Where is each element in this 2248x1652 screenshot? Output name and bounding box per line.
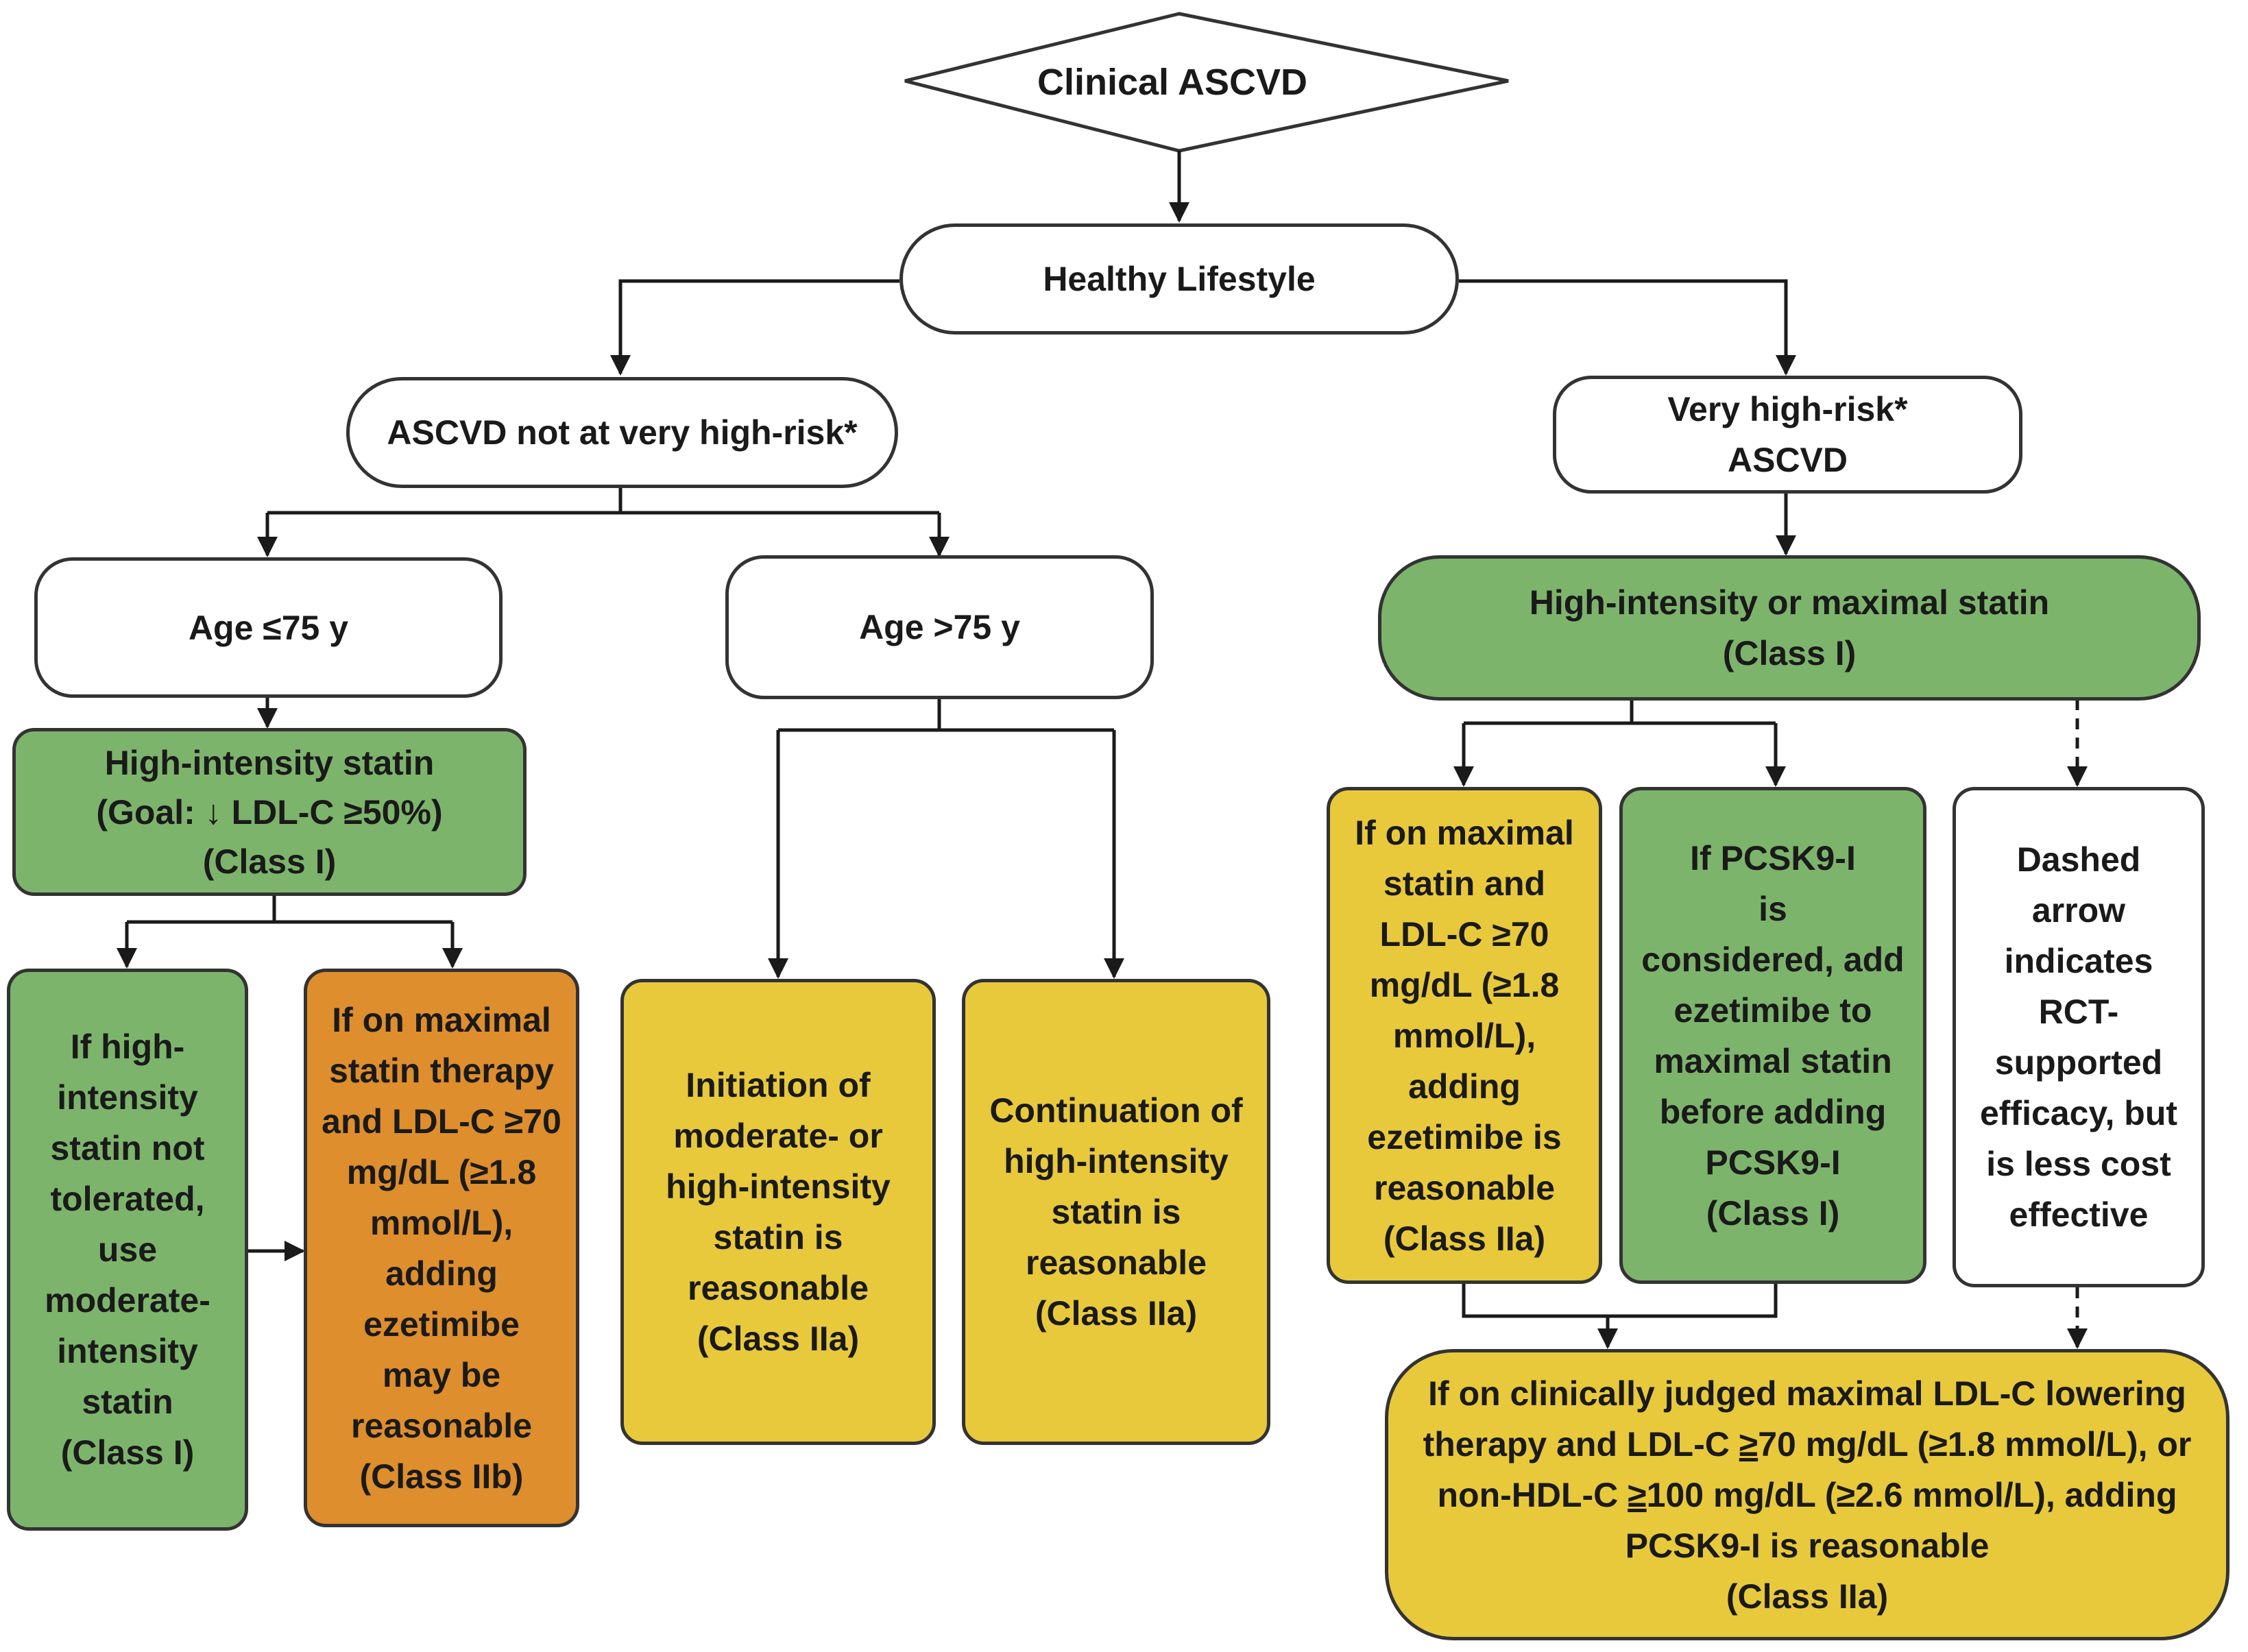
dashed-note-line: Dashed	[2016, 840, 2141, 879]
continuation-line: high-intensity	[1004, 1142, 1229, 1180]
pcsk9-considered-line: If PCSK9-I	[1690, 838, 1856, 877]
high-intensity-statin-line: (Class I)	[202, 842, 337, 881]
very-high-risk-line: ASCVD	[1727, 441, 1848, 479]
continuation-line: Continuation of	[989, 1091, 1243, 1130]
dashed-note-line: is less cost	[1986, 1145, 2171, 1183]
not-tolerated-box: If high- intensity statin not tolerated,…	[7, 969, 248, 1531]
ezetimibe-iib-line: (Class IIb)	[359, 1457, 524, 1496]
continuation-box: Continuation of high-intensity statin is…	[962, 979, 1270, 1445]
pcsk9-considered-line: before adding	[1659, 1092, 1887, 1131]
ezetimibe-iib-line: and LDL-C ≥70	[322, 1102, 561, 1141]
ezetimibe-iia-line: If on maximal	[1355, 813, 1574, 852]
continuation-line: (Class IIa)	[1035, 1294, 1198, 1333]
ezetimibe-iib-line: ezetimibe	[363, 1304, 520, 1344]
pcsk9-reasonable-ge-symbol: ≥	[1628, 1475, 1647, 1514]
dashed-note-line: efficacy, but	[1979, 1094, 2178, 1132]
age-le-75-label: Age ≤75 y	[188, 608, 349, 647]
initiation-line: Initiation of	[686, 1066, 871, 1104]
clinical-ascvd-label: Clinical ASCVD	[1037, 62, 1308, 103]
initiation-box: Initiation of moderate- or high-intensit…	[620, 979, 936, 1445]
very-high-risk-box: Very high-risk* ASCVD	[1553, 376, 2022, 494]
pcsk9-considered-line: is	[1758, 889, 1787, 928]
ezetimibe-iia-line: mg/dL (≥1.8	[1369, 965, 1560, 1004]
not-tolerated-line: moderate-	[45, 1281, 210, 1320]
healthy-lifestyle-label: Healthy Lifestyle	[1043, 260, 1316, 298]
pcsk9-reasonable-text: non-HDL-C	[1437, 1475, 1628, 1514]
pcsk9-reasonable-line: PCSK9-I is reasonable	[1625, 1526, 1990, 1565]
high-intensity-statin-box: High-intensity statin (Goal: ↓ LDL-C ≥50…	[12, 728, 527, 896]
age-gt-75-label: Age >75 y	[859, 608, 1020, 646]
ezetimibe-iib-line: mmol/L),	[370, 1203, 513, 1242]
ezetimibe-iia-line: (Class IIa)	[1383, 1219, 1546, 1258]
not-very-high-risk-label: ASCVD not at very high-risk*	[387, 413, 858, 452]
arrow-lifestyle-to-very-high	[1459, 279, 1796, 376]
dashed-note-line: indicates	[2004, 942, 2153, 980]
high-intensity-statin-line: High-intensity statin	[104, 743, 435, 782]
dashed-note-line: arrow	[2031, 891, 2126, 930]
ezetimibe-iia-line: LDL-C ≥70	[1379, 914, 1549, 953]
high-intensity-statin-line: (Goal: ↓ LDL-C ≥50%)	[96, 792, 443, 831]
dashed-note-line: supported	[1994, 1043, 2163, 1082]
pcsk9-reasonable-text: 70 mg/dL (≥1.8 mmol/L), or	[1758, 1424, 2192, 1463]
pcsk9-considered-line: PCSK9-I	[1705, 1143, 1841, 1182]
pcsk9-considered-line: ezetimibe to	[1673, 991, 1872, 1030]
healthy-lifestyle-box: Healthy Lifestyle	[899, 223, 1459, 335]
dashed-note-box: Dashed arrow indicates RCT- supported ef…	[1953, 787, 2205, 1287]
ezetimibe-iia-box: If on maximal statin and LDL-C ≥70 mg/dL…	[1327, 787, 1602, 1284]
continuation-line: reasonable	[1025, 1243, 1207, 1282]
ezetimibe-iia-line: statin and	[1383, 864, 1546, 903]
high-or-maximal-statin-line: High-intensity or maximal statin	[1529, 583, 2050, 622]
ezetimibe-iib-line: mg/dL (≥1.8	[346, 1152, 537, 1191]
initiation-line: moderate- or	[673, 1117, 883, 1155]
pcsk9-reasonable-text: 100 mg/dL (≥2.6 mmol/L), adding	[1646, 1475, 2177, 1514]
pcsk9-reasonable-text: therapy and LDL-C	[1423, 1424, 1739, 1463]
pcsk9-reasonable-line: therapy and LDL-C ≥70 mg/dL (≥1.8 mmol/L…	[1423, 1419, 2192, 1470]
not-tolerated-line: If high-	[70, 1028, 185, 1066]
pcsk9-reasonable-line: (Class IIa)	[1726, 1577, 1889, 1616]
ezetimibe-iib-line: adding	[385, 1254, 498, 1293]
continuation-line: statin is	[1051, 1193, 1181, 1231]
initiation-line: (Class IIa)	[697, 1320, 860, 1358]
not-very-high-risk-box: ASCVD not at very high-risk*	[346, 377, 898, 488]
high-or-maximal-statin-box: High-intensity or maximal statin (Class …	[1378, 555, 2201, 701]
ezetimibe-iib-box: If on maximal statin therapy and LDL-C ≥…	[304, 969, 579, 1527]
pcsk9-reasonable-line: non-HDL-C ≥100 mg/dL (≥2.6 mmol/L), addi…	[1438, 1470, 2177, 1520]
ezetimibe-iib-line: may be	[382, 1355, 501, 1394]
pcsk9-considered-line: maximal statin	[1654, 1041, 1892, 1080]
age-gt-75-box: Age >75 y	[725, 555, 1154, 699]
high-or-maximal-statin-line: (Class I)	[1722, 634, 1857, 672]
connector-ezetimibe-pcsk9-join	[1462, 1284, 1778, 1318]
pcsk9-reasonable-box: If on clinically judged maximal LDL-C lo…	[1385, 1349, 2229, 1640]
not-tolerated-line: statin not	[50, 1129, 205, 1167]
pcsk9-considered-line: (Class I)	[1706, 1193, 1840, 1232]
ezetimibe-iia-line: ezetimibe is	[1367, 1117, 1562, 1156]
pcsk9-reasonable-ge-symbol: ≥	[1739, 1424, 1758, 1463]
ezetimibe-iia-line: reasonable	[1373, 1168, 1555, 1207]
arrow-lifestyle-to-not-very-high	[610, 279, 899, 376]
not-tolerated-line: intensity	[57, 1078, 198, 1117]
initiation-line: high-intensity	[666, 1167, 891, 1206]
not-tolerated-line: tolerated,	[50, 1180, 205, 1218]
age-le-75-box: Age ≤75 y	[34, 557, 503, 698]
not-tolerated-line: use	[97, 1230, 158, 1269]
pcsk9-considered-box: If PCSK9-I is considered, add ezetimibe …	[1619, 787, 1926, 1284]
ezetimibe-iia-line: adding	[1408, 1067, 1521, 1106]
not-tolerated-line: intensity	[57, 1332, 198, 1370]
not-tolerated-line: statin	[82, 1383, 173, 1421]
pcsk9-reasonable-line: If on clinically judged maximal LDL-C lo…	[1428, 1374, 2186, 1413]
pcsk9-considered-line: considered, add	[1641, 940, 1905, 979]
not-tolerated-line: (Class I)	[60, 1433, 195, 1472]
initiation-line: reasonable	[687, 1269, 869, 1307]
ezetimibe-iib-line: statin therapy	[329, 1051, 554, 1090]
very-high-risk-line: Very high-risk*	[1667, 390, 1908, 428]
dashed-note-line: effective	[2009, 1195, 2149, 1234]
ezetimibe-iib-line: If on maximal	[332, 1000, 551, 1039]
ezetimibe-iia-line: mmol/L),	[1392, 1016, 1536, 1055]
initiation-line: statin is	[713, 1218, 843, 1256]
dashed-note-line: RCT-	[2038, 993, 2119, 1031]
ezetimibe-iib-line: reasonable	[350, 1406, 532, 1445]
